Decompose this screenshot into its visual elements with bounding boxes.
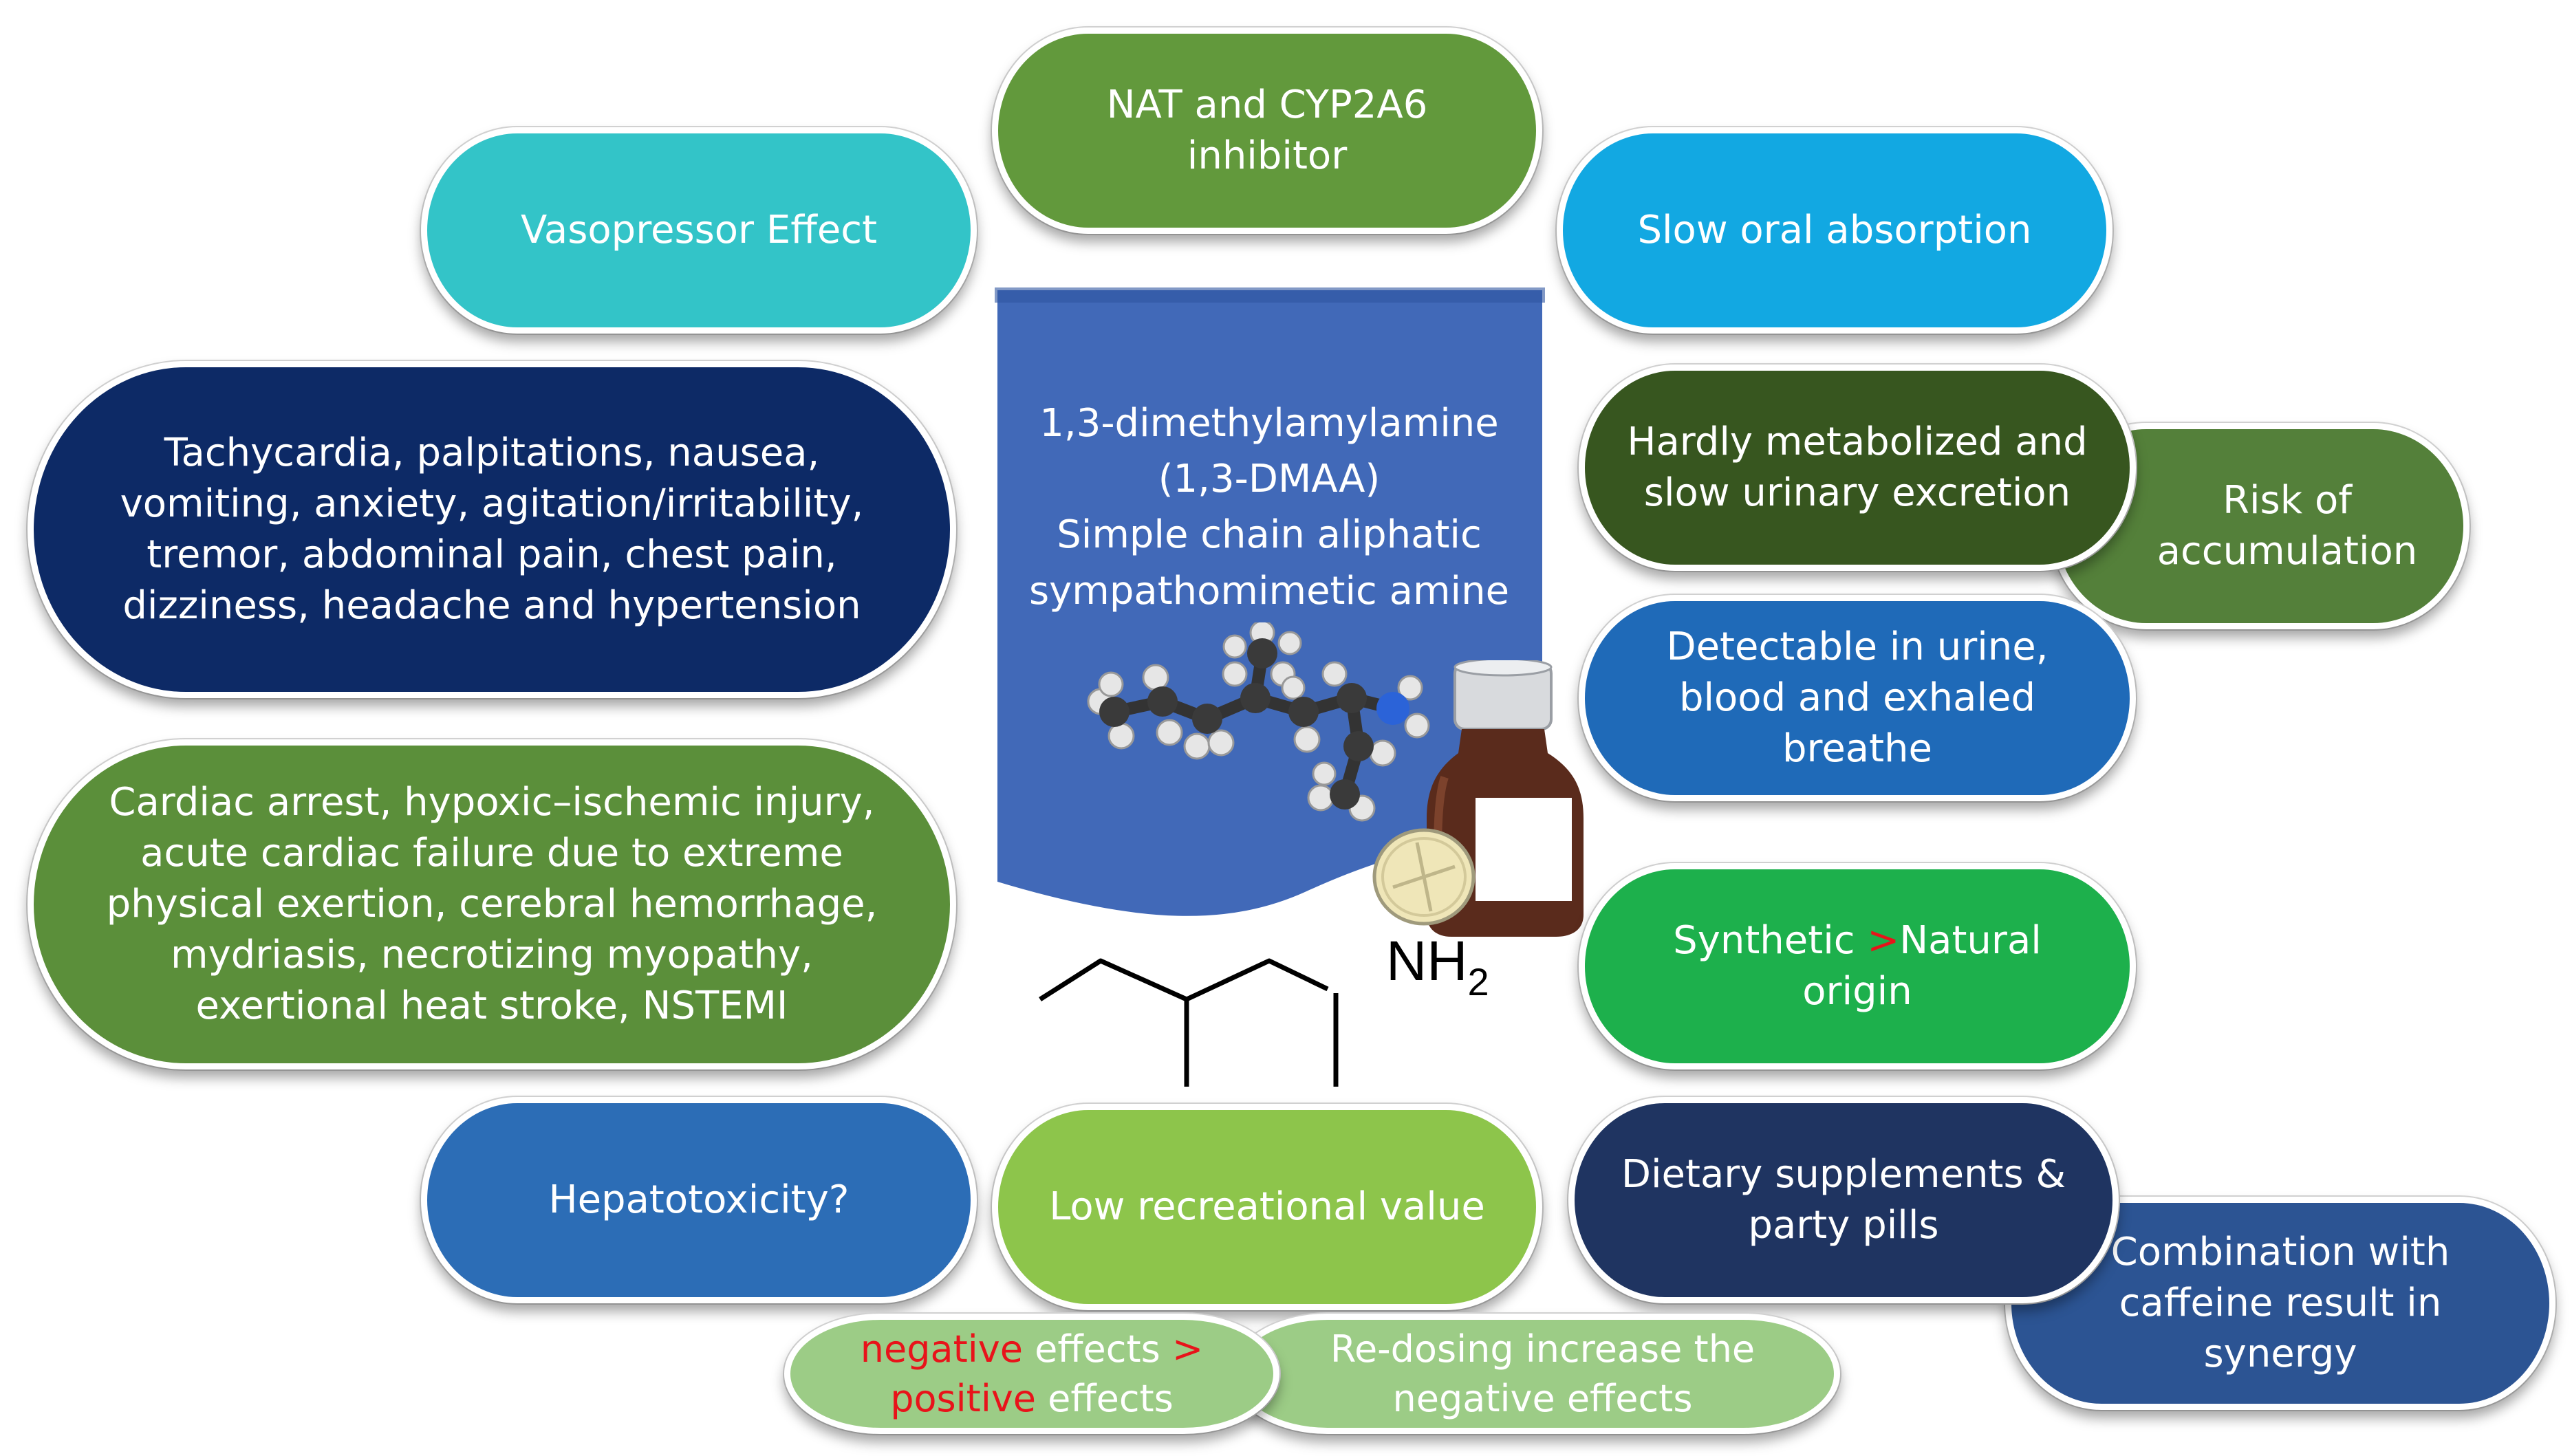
slow-absorption-label: Slow oral absorption	[1637, 208, 2032, 253]
accumulation-line-1: Risk of	[2223, 478, 2352, 523]
vasopressor-label: Vasopressor Effect	[520, 208, 878, 253]
cardiac-line-5: exertional heat stroke, NSTEMI	[195, 983, 788, 1028]
redosing-box: Re-dosing increase the negative effects	[1231, 1314, 1840, 1434]
hepatotoxicity-label: Hepatotoxicity?	[548, 1177, 850, 1223]
greater-than-mark: >	[1867, 918, 1900, 964]
molecule-3d-icon	[1087, 622, 1430, 822]
effects-word-2: effects	[1036, 1376, 1174, 1420]
nh2-label: NH2	[1386, 930, 1489, 1003]
dietary-box: Dietary supplements & party pills	[1568, 1097, 2119, 1303]
hepatotoxicity-box: Hepatotoxicity?	[421, 1097, 977, 1303]
synthetic-line-2: origin	[1802, 969, 1912, 1014]
positive-word: positive	[890, 1376, 1036, 1420]
medicine-bottle-icon	[1372, 660, 1584, 937]
redosing-line-1: Re-dosing increase the	[1330, 1327, 1755, 1371]
nat-cyp-line-2: inhibitor	[1187, 133, 1348, 178]
natural-word: Natural	[1899, 918, 2042, 964]
metabolized-box: Hardly metabolized and slow urinary excre…	[1579, 365, 2136, 571]
cardiac-line-4: mydriasis, necrotizing myopathy,	[171, 932, 813, 977]
symptoms-line-3: tremor, abdominal pain, chest pain,	[147, 532, 837, 577]
metabolized-line-2: slow urinary excretion	[1643, 470, 2071, 515]
synthetic-box: Synthetic >Natural origin	[1579, 863, 2136, 1069]
greater-than-mark-2: >	[1171, 1327, 1204, 1371]
synthetic-word: Synthetic	[1673, 918, 1868, 964]
redosing-line-2: negative effects	[1392, 1376, 1693, 1420]
detectable-box: Detectable in urine, blood and exhaled b…	[1579, 595, 2136, 801]
symptoms-line-2: vomiting, anxiety, agitation/irritabilit…	[120, 481, 864, 527]
cardiac-line-3: physical exertion, cerebral hemorrhage,	[106, 882, 878, 927]
recreational-label: Low recreational value	[1049, 1184, 1485, 1230]
recreational-box: Low recreational value	[992, 1104, 1542, 1310]
symptoms-line-4: dizziness, headache and hypertension	[122, 583, 861, 628]
effects-word-1: effects	[1022, 1327, 1172, 1371]
vasopressor-box: Vasopressor Effect	[421, 127, 977, 334]
combination-line-3: synergy	[2203, 1331, 2357, 1376]
detectable-line-1: Detectable in urine,	[1666, 624, 2049, 670]
negative-effects-box: negative effects > positive effects	[784, 1314, 1279, 1434]
skeletal-formula: NH2	[1039, 930, 1489, 1087]
cardiac-box: Cardiac arrest, hypoxic–ischemic injury,…	[28, 739, 956, 1069]
negative-word: negative	[860, 1327, 1023, 1371]
center-line-1: 1,3-dimethylamylamine	[1039, 401, 1499, 446]
center-title: 1,3-dimethylamylamine (1,3-DMAA) Simple …	[991, 395, 1548, 619]
symptoms-box: Tachycardia, palpitations, nausea, vomit…	[28, 361, 956, 698]
center-line-2: (1,3-DMAA)	[1158, 457, 1381, 502]
detectable-line-2: blood and exhaled	[1678, 675, 2036, 721]
nat-cyp-box: NAT and CYP2A6 inhibitor	[992, 28, 1542, 234]
accumulation-line-2: accumulation	[2157, 529, 2418, 574]
detectable-line-3: breathe	[1782, 726, 1932, 771]
dietary-line-2: party pills	[1748, 1203, 1939, 1248]
metabolized-line-1: Hardly metabolized and	[1627, 420, 2088, 465]
cardiac-line-1: Cardiac arrest, hypoxic–ischemic injury,	[109, 780, 875, 825]
center-line-3: Simple chain aliphatic	[1057, 512, 1482, 558]
center-line-4: sympathomimetic amine	[1028, 568, 1510, 613]
symptoms-line-1: Tachycardia, palpitations, nausea,	[164, 431, 820, 476]
combination-line-2: caffeine result in	[2119, 1281, 2442, 1326]
banner-shade	[995, 287, 1545, 303]
nat-cyp-line-1: NAT and CYP2A6	[1106, 83, 1428, 128]
combination-line-1: Combination with	[2110, 1230, 2450, 1275]
slow-absorption-box: Slow oral absorption	[1557, 127, 2112, 334]
cardiac-line-2: acute cardiac failure due to extreme	[140, 831, 843, 876]
dietary-line-1: Dietary supplements &	[1621, 1152, 2066, 1197]
